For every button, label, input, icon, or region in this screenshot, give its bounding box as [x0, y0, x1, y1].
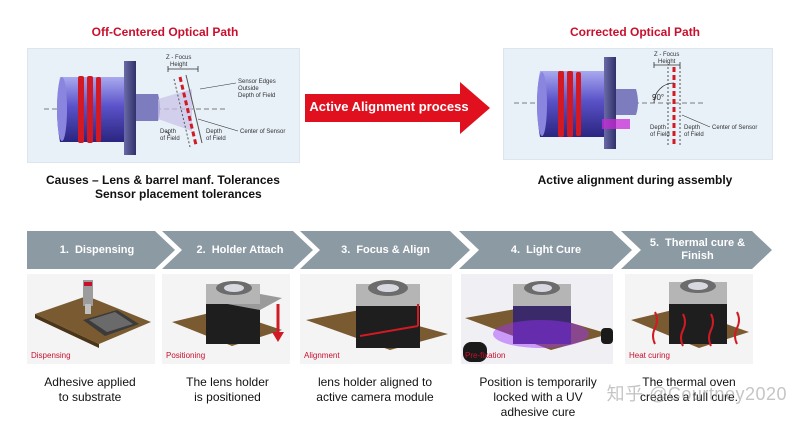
- causes-caption: Causes – Lens & barrel manf. Tolerances …: [46, 173, 306, 201]
- step-2-number: 2.: [196, 244, 206, 256]
- corrected-focus-height-label: Z - Focus Height: [654, 52, 679, 66]
- off-centered-title: Off-Centered Optical Path: [91, 25, 239, 39]
- light-cure-illustration: [461, 274, 613, 364]
- causes-line-2: Sensor placement tolerances: [95, 187, 262, 201]
- step-1-photo-tag: Dispensing: [31, 351, 71, 360]
- step-3-desc-line-2: active camera module: [316, 390, 434, 404]
- depth-left-line-1: Depth: [160, 129, 177, 135]
- depth-left-line-2: of Field: [160, 136, 180, 142]
- step-2-photo-tag: Positioning: [166, 351, 206, 360]
- dispensing-illustration: [35, 280, 151, 348]
- step-5-chevron: [621, 231, 772, 269]
- corrected-depth-right-2: of Field: [684, 132, 704, 138]
- active-alignment-label: Active Alignment process: [309, 99, 469, 114]
- step-4-photo-tag: Pre-fixation: [465, 351, 506, 360]
- corrected-depth-right-1: Depth: [684, 125, 701, 131]
- corrected-depth-left-2: of Field: [650, 132, 670, 138]
- depth-of-field-right-label: Depth of Field: [206, 129, 226, 143]
- depth-of-field-left-label: Depth of Field: [160, 129, 180, 143]
- step-3-desc-line-1: lens holder aligned to: [317, 375, 433, 389]
- active-alignment-caption: Active alignment during assembly: [537, 173, 733, 187]
- sensor-edges-line-1: Sensor Edges: [238, 79, 276, 85]
- step-2-description: The lens holder is positioned: [160, 375, 295, 405]
- step-5-description: The thermal oven creates a full cure.: [624, 375, 754, 405]
- angle-label: 90°: [652, 93, 665, 102]
- sensor-edges-label: Sensor Edges Outside Depth of Field: [238, 79, 276, 100]
- step-4-desc-line-3: adhesive cure: [500, 405, 576, 419]
- focus-height-line-1: Z - Focus: [166, 55, 192, 61]
- step-5-number: 5.: [649, 237, 660, 249]
- sensor-edges-line-2: Outside: [238, 86, 259, 92]
- step-5-photo: Heat curing: [625, 274, 753, 364]
- step-5-photo-tag: Heat curing: [629, 351, 670, 360]
- corrected-depth-left-1: Depth: [650, 125, 667, 131]
- step-3-chevron: [300, 231, 470, 269]
- corrected-focus-line-1: Z - Focus: [654, 52, 680, 58]
- corrected-lens-svg: [514, 57, 711, 149]
- process-step-chevrons: [27, 231, 772, 269]
- step-4-label: 4. Light Cure: [477, 244, 615, 257]
- step-2-label: 2. Holder Attach: [180, 244, 300, 257]
- active-alignment-arrow: Active Alignment process: [305, 82, 490, 134]
- step-3-photo-tag: Alignment: [304, 351, 340, 360]
- step-1-photo: Dispensing: [27, 274, 155, 364]
- step-4-description: Position is temporarily locked with a UV…: [464, 375, 612, 420]
- center-of-sensor-label: Center of Sensor: [240, 129, 286, 135]
- step-5-label: 5. Thermal cure & Finish: [640, 237, 755, 263]
- causes-line-1: Causes – Lens & barrel manf. Tolerances: [46, 173, 280, 187]
- step-3-photo: Alignment: [300, 274, 452, 364]
- corrected-diagram: Z - Focus Height 90° Center of Sensor De…: [503, 48, 773, 160]
- step-1-number: 1.: [59, 244, 69, 256]
- thermal-cure-illustration: [631, 279, 749, 348]
- corrected-depth-right-label: Depth of Field: [684, 125, 704, 139]
- step-2-desc-line-1: The lens holder: [186, 375, 269, 389]
- step-1-desc-line-1: Adhesive applied: [44, 375, 136, 389]
- sensor-edges-line-3: Depth of Field: [238, 93, 276, 99]
- watermark: 知乎 @Courtney2020: [606, 384, 787, 404]
- corrected-title: Corrected Optical Path: [569, 25, 701, 39]
- step-2-text: Holder Attach: [211, 244, 284, 256]
- corrected-focus-line-2: Height: [658, 59, 676, 65]
- step-2-chevron: [162, 231, 313, 269]
- step-5-text: Thermal cure & Finish: [665, 237, 746, 262]
- depth-right-line-1: Depth: [206, 129, 223, 135]
- step-1-desc-line-2: to substrate: [58, 390, 122, 404]
- off-centered-lens-svg: [44, 61, 239, 155]
- off-centered-diagram: Z - Focus Height Sensor Edges Outside De…: [27, 48, 300, 163]
- focus-height-line-2: Height: [170, 62, 188, 68]
- step-4-number: 4.: [510, 244, 521, 256]
- focus-height-label: Z - Focus Height: [166, 55, 191, 69]
- step-5-desc-line-2: creates a full cure.: [639, 390, 739, 404]
- arrow-shape: [305, 82, 490, 134]
- step-1-text: Dispensing: [74, 244, 135, 256]
- step-3-text: Focus & Align: [356, 244, 430, 256]
- step-4-desc-line-1: Position is temporarily: [479, 375, 597, 389]
- step-1-label: 1. Dispensing: [32, 244, 162, 257]
- step-3-number: 3.: [341, 244, 351, 256]
- depth-right-line-2: of Field: [206, 136, 226, 142]
- step-5-desc-line-1: The thermal oven: [642, 375, 736, 389]
- step-3-description: lens holder aligned to active camera mod…: [300, 375, 450, 405]
- focus-align-illustration: [306, 280, 448, 350]
- step-4-text: Light Cure: [526, 244, 582, 256]
- corrected-depth-left-label: Depth of Field: [650, 125, 670, 139]
- step-2-photo: Positioning: [162, 274, 290, 364]
- step-4-photo: Pre-fixation: [461, 274, 613, 364]
- step-1-chevron: [27, 231, 175, 269]
- step-4-chevron: [459, 231, 632, 269]
- step-1-description: Adhesive applied to substrate: [20, 375, 160, 405]
- holder-attach-illustration: [172, 281, 284, 346]
- corrected-center-of-sensor-label: Center of Sensor: [712, 125, 758, 131]
- step-4-desc-line-2: locked with a UV: [493, 390, 583, 404]
- step-3-label: 3. Focus & Align: [318, 244, 453, 257]
- step-2-desc-line-2: is positioned: [194, 390, 261, 404]
